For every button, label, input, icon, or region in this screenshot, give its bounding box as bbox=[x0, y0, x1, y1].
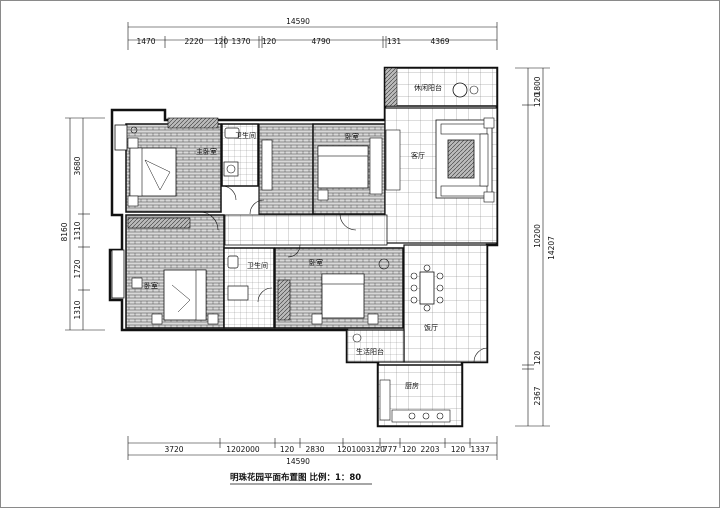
left-dim-3: 1720 bbox=[73, 259, 82, 278]
top-dim-8: 4369 bbox=[430, 37, 449, 46]
bottom-dim-2: 1202000 bbox=[226, 445, 260, 454]
bottom-dim-4: 2830 bbox=[305, 445, 324, 454]
bottom-dim-3: 120 bbox=[280, 445, 295, 454]
top-dim-6: 4790 bbox=[311, 37, 330, 46]
coffee-table bbox=[447, 139, 475, 179]
drawing-title: 明珠花园平面布置图 比例：1：80 bbox=[230, 472, 361, 483]
master-wardrobe bbox=[167, 117, 219, 129]
hallway-floor bbox=[224, 214, 388, 246]
right-dim-4: 2367 bbox=[533, 386, 542, 405]
master-bay-window bbox=[114, 124, 128, 151]
bedroom-mid-label: 卧室 bbox=[309, 258, 323, 267]
dining-table bbox=[419, 271, 435, 305]
bottom-dim-5: 1201003120 bbox=[337, 445, 385, 454]
bathroom-mid-label: 卫生间 bbox=[247, 261, 268, 270]
bedroom-top-label: 卧室 bbox=[345, 132, 359, 141]
bathroom-top-label: 卫生间 bbox=[235, 131, 256, 140]
bottom-dim-1: 3720 bbox=[164, 445, 183, 454]
top-dim-4: 1370 bbox=[231, 37, 250, 46]
bottom-dim-8: 2203 bbox=[420, 445, 439, 454]
left-dimensions bbox=[65, 117, 105, 331]
left-dim-4: 1310 bbox=[73, 300, 82, 319]
bottom-dim-9: 120 bbox=[451, 445, 466, 454]
left-dim-2: 1310 bbox=[73, 221, 82, 240]
top-dim-2: 2220 bbox=[184, 37, 203, 46]
right-dimensions bbox=[515, 67, 550, 427]
dining-room-label: 饭厅 bbox=[424, 323, 438, 332]
bottom-dim-10: 1337 bbox=[470, 445, 489, 454]
left-dim-1: 3680 bbox=[73, 156, 82, 175]
tv-cabinet bbox=[385, 129, 401, 191]
washer-icon bbox=[352, 333, 362, 343]
bedroom-left-label: 卧室 bbox=[144, 281, 158, 290]
top-dim-3: 120 bbox=[214, 37, 229, 46]
top-dim-1: 1470 bbox=[136, 37, 155, 46]
left-bay-window bbox=[111, 249, 125, 299]
right-dim-2: 120 bbox=[533, 93, 542, 108]
right-dim-1: 1800 bbox=[533, 76, 542, 95]
leisure-balcony-label: 休闲阳台 bbox=[414, 83, 442, 92]
service-balcony-label: 生活阳台 bbox=[356, 347, 384, 356]
left-total-dim: 8160 bbox=[60, 222, 69, 241]
bottom-dim-6: 777 bbox=[383, 445, 398, 454]
bottom-dim-7: 120 bbox=[402, 445, 417, 454]
top-dim-7: 131 bbox=[387, 37, 402, 46]
bottom-total-dim: 14590 bbox=[286, 457, 310, 466]
bottom-dimensions bbox=[127, 436, 498, 460]
right-main-dim: 10200 bbox=[533, 224, 542, 248]
plan-body bbox=[108, 66, 499, 428]
living-room-label: 客厅 bbox=[411, 151, 425, 160]
right-dim-3: 120 bbox=[533, 351, 542, 366]
top-dim-5: 120 bbox=[262, 37, 277, 46]
top-dimensions bbox=[127, 22, 498, 50]
right-total-dim: 14207 bbox=[547, 236, 556, 260]
master-bedroom-label: 主卧室 bbox=[196, 147, 217, 156]
top-total-dim: 14590 bbox=[286, 17, 310, 26]
leisure-balcony-floor bbox=[384, 67, 498, 107]
dining-room-floor bbox=[403, 244, 488, 363]
kitchen-label: 厨房 bbox=[405, 381, 419, 390]
balcony-table-icon bbox=[452, 82, 468, 98]
